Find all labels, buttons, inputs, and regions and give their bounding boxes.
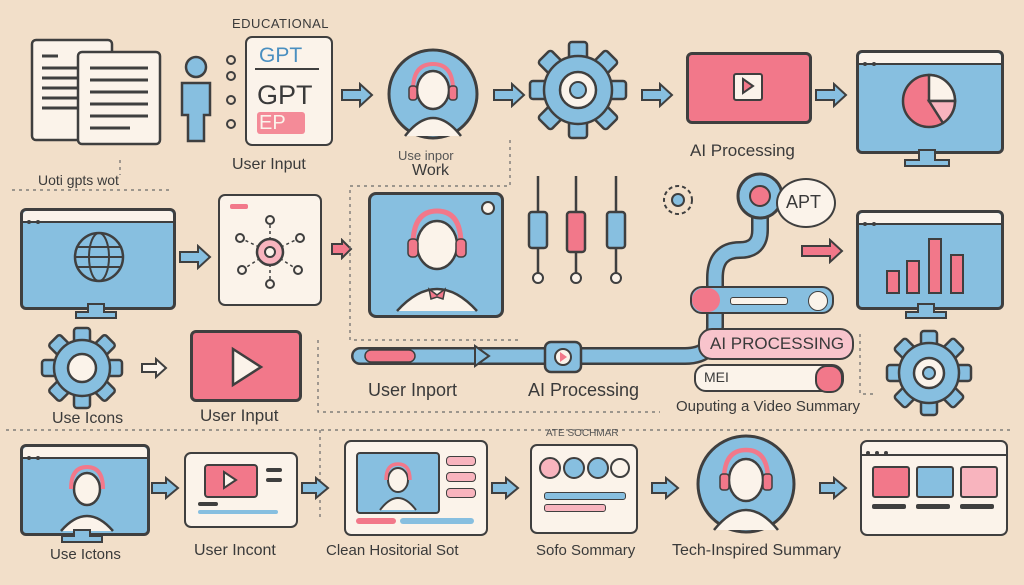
link-dots-icon	[226, 55, 236, 129]
gear-icon	[40, 326, 124, 410]
pie-chart-monitor-icon	[856, 50, 1004, 154]
apt-label: APT	[786, 192, 822, 212]
sofo-summary-label: Sofo Sommary	[536, 542, 636, 559]
headset-avatar-icon	[396, 208, 478, 312]
gallery-window-icon	[860, 440, 1008, 536]
avatar-monitor-icon	[20, 444, 150, 536]
tech-summary-label: Tech-Inspired Summary	[672, 542, 841, 559]
user-incont-label: User Incont	[194, 542, 276, 559]
arrow-icon	[151, 476, 180, 500]
person-icon	[180, 55, 212, 143]
headset-avatar-icon	[387, 48, 479, 140]
arrow-icon	[301, 476, 330, 500]
node-icon	[663, 185, 693, 215]
video-card	[184, 452, 298, 528]
outputing-label: Ouputing a Video Summary	[676, 398, 860, 415]
ai-processing-label-mid: AI Processing	[528, 380, 640, 400]
gear-icon	[885, 329, 973, 417]
monitor-stand	[904, 149, 950, 167]
mei-pill[interactable]: MEI	[694, 364, 844, 393]
mei-label: MEI	[704, 369, 729, 385]
user-input-label-mid: User Input	[200, 406, 279, 425]
avatar-window	[368, 192, 504, 318]
video-play-icon	[190, 330, 302, 402]
slider-icon	[527, 176, 627, 284]
document-icon	[30, 38, 162, 146]
arrow-icon	[141, 357, 168, 379]
gpt-bottom-label: EP	[259, 112, 286, 134]
arrow-icon	[331, 238, 353, 260]
monitor-stand	[75, 303, 117, 319]
arrow-icon	[341, 82, 374, 108]
arrow-icon	[801, 238, 844, 264]
garbled-label: Uoti gpts wot	[38, 172, 119, 188]
arrow-icon	[179, 244, 212, 270]
network-icon	[235, 215, 305, 289]
video-editor-card	[344, 440, 488, 536]
use-icons-label-mid: Use Icons	[52, 410, 124, 427]
network-card	[218, 194, 322, 306]
gpt-mid-label: GPT	[257, 80, 313, 110]
ai-processing-pill[interactable]: AI PROCESSING	[698, 328, 854, 360]
gpt-top-label: GPT	[259, 44, 303, 67]
user-input-label-1: User Input	[232, 156, 306, 173]
video-progress-pill[interactable]	[690, 286, 834, 314]
bar-chart-monitor-icon	[856, 210, 1004, 310]
apt-badge: APT	[776, 178, 836, 228]
headset-avatar-icon	[696, 434, 796, 534]
monitor-stand	[905, 303, 947, 319]
use-inpor-label: Use inpor	[398, 148, 454, 163]
arrow-icon	[491, 476, 520, 500]
ai-processing-pill-label: AI PROCESSING	[710, 334, 845, 353]
work-label: Work	[412, 162, 450, 179]
gpt-card: GPT GPT EP	[245, 36, 333, 146]
arrow-icon	[819, 476, 848, 500]
gear-icon	[528, 40, 628, 140]
use-ictons-label: Use Ictons	[50, 546, 121, 563]
ate-label: ATE SOCHMAR	[546, 428, 619, 439]
arrow-icon	[493, 82, 526, 108]
arrow-icon	[651, 476, 680, 500]
educational-label: EDUCATIONAL	[232, 16, 329, 31]
user-inport-label: User Inport	[368, 380, 458, 400]
globe-monitor-icon	[20, 208, 176, 310]
arrow-icon	[815, 82, 848, 108]
summary-card	[530, 444, 638, 534]
monitor-stand	[61, 529, 103, 543]
ai-processing-label-top: AI Processing	[690, 141, 795, 160]
video-play-icon	[686, 52, 812, 124]
clean-horizontal-label: Clean Hositorial Sot	[326, 542, 459, 559]
arrow-icon	[641, 82, 674, 108]
